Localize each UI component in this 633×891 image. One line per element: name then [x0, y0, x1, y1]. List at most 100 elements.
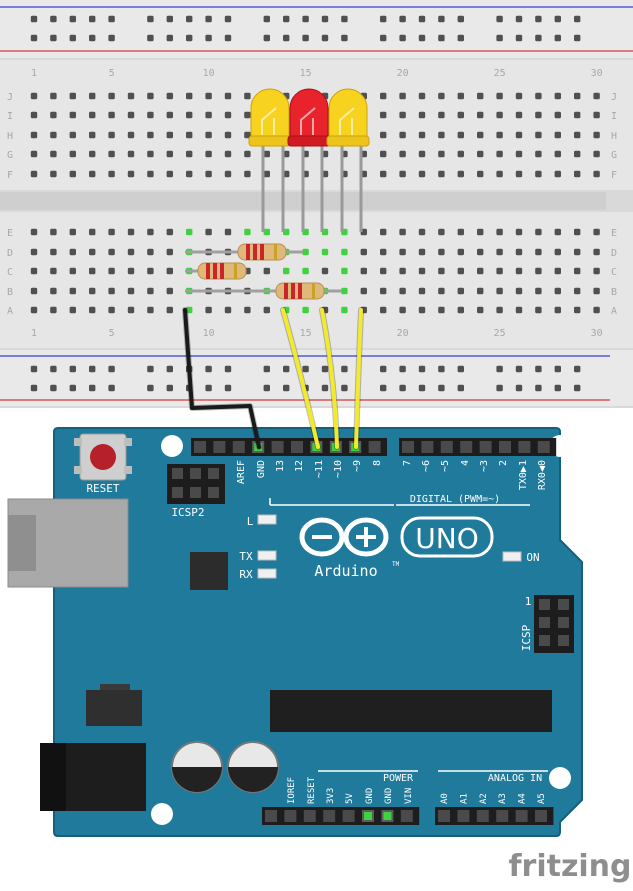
breadboard-hole [515, 228, 523, 236]
rail-hole [418, 384, 426, 392]
icsp-pin1-label: 1 [525, 595, 532, 608]
breadboard-hole [418, 306, 426, 314]
rail-hole [438, 365, 445, 373]
arduino-logo [299, 517, 389, 557]
breadboard-hole [166, 287, 173, 295]
header-pin[interactable] [291, 441, 303, 453]
icsp2-pin[interactable] [208, 468, 219, 479]
header-pin[interactable] [421, 441, 434, 453]
row-letter: B [7, 287, 13, 298]
header-pin[interactable] [499, 441, 511, 453]
breadboard-hole [574, 92, 581, 100]
breadboard-hole [50, 248, 57, 256]
rail-hole [302, 365, 309, 373]
breadboard-hole [380, 248, 387, 256]
breadboard-hole [399, 92, 406, 100]
reset-button-cap[interactable] [90, 444, 116, 470]
rail-hole [457, 384, 464, 392]
header-pin[interactable] [400, 810, 413, 822]
header-pin[interactable] [284, 810, 297, 822]
breadboard-hole [399, 170, 406, 178]
icsp2-pin[interactable] [190, 468, 201, 479]
icsp2-pin[interactable] [190, 487, 201, 498]
icsp-pin[interactable] [558, 599, 569, 610]
breadboard-hole [399, 228, 406, 236]
header-pin[interactable] [323, 810, 336, 822]
breadboard-hole [477, 92, 484, 100]
icsp2-pin[interactable] [172, 487, 183, 498]
header-pin[interactable] [342, 810, 355, 822]
breadboard-hole [127, 92, 135, 100]
header-pin[interactable] [232, 441, 245, 453]
header-pin[interactable] [479, 441, 492, 453]
header-pin[interactable] [213, 441, 226, 453]
icsp-pin[interactable] [539, 635, 550, 646]
header-pin[interactable] [194, 441, 206, 453]
breadboard-hole [283, 228, 290, 236]
header-pin[interactable] [496, 810, 509, 822]
header-pin[interactable] [265, 810, 277, 822]
header-pin[interactable] [457, 810, 470, 822]
column-number: 10 [203, 68, 215, 79]
header-pin[interactable] [537, 441, 550, 453]
header-pin[interactable] [515, 810, 528, 822]
header-pin[interactable] [368, 441, 381, 453]
rail-hole [89, 365, 96, 373]
icsp-pin[interactable] [539, 599, 550, 610]
header-pin[interactable] [438, 810, 450, 822]
rail-hole [186, 34, 193, 42]
header-pin[interactable] [535, 810, 547, 822]
rail-hole [147, 15, 154, 23]
rail-hole [496, 384, 503, 392]
breadboard-hole [108, 306, 115, 314]
column-number: 25 [494, 328, 506, 339]
icsp2-pin[interactable] [172, 468, 183, 479]
breadboard-hole [418, 267, 426, 275]
resistor [185, 262, 247, 280]
icsp-pin[interactable] [539, 617, 550, 628]
icsp-pin[interactable] [558, 617, 569, 628]
breadboard-hole [380, 287, 387, 295]
breadboard-hole [438, 306, 445, 314]
breadboard-hole [496, 248, 503, 256]
header-pin[interactable] [303, 810, 316, 822]
row-letter: E [7, 228, 13, 239]
header-pin[interactable] [440, 441, 453, 453]
column-number: 5 [109, 328, 115, 339]
reset-button[interactable] [74, 433, 132, 481]
breadboard-hole [147, 306, 154, 314]
breadboard-hole [593, 267, 600, 275]
header-pin[interactable] [460, 441, 473, 453]
rail-hole [205, 365, 212, 373]
icsp-pin[interactable] [558, 635, 569, 646]
breadboard-hole [593, 287, 600, 295]
breadboard-hole [535, 248, 542, 256]
breadboard-hole [30, 267, 38, 275]
column-number: 1 [31, 328, 37, 339]
header-pin[interactable] [476, 810, 489, 822]
rail-hole [535, 34, 542, 42]
header-pin[interactable] [518, 441, 531, 453]
board-pcb [53, 427, 583, 837]
breadboard-hole [108, 170, 115, 178]
rail-hole [418, 15, 426, 23]
header-pin[interactable] [271, 441, 284, 453]
breadboard-hole [496, 111, 503, 119]
rail-hole [554, 34, 561, 42]
rail-hole [69, 384, 76, 392]
rail-hole [438, 384, 445, 392]
header-pin[interactable] [402, 441, 414, 453]
icsp2-pin[interactable] [208, 487, 219, 498]
breadboard-hole [283, 267, 290, 275]
breadboard-hole [50, 92, 57, 100]
breadboard-hole [380, 92, 387, 100]
breadboard-hole [477, 150, 484, 158]
breadboard-hole [360, 287, 367, 295]
row-letter: D [7, 248, 13, 259]
rail-hole [30, 34, 38, 42]
header-body [262, 807, 420, 825]
breadboard-hole [438, 150, 445, 158]
breadboard-hole [69, 228, 76, 236]
